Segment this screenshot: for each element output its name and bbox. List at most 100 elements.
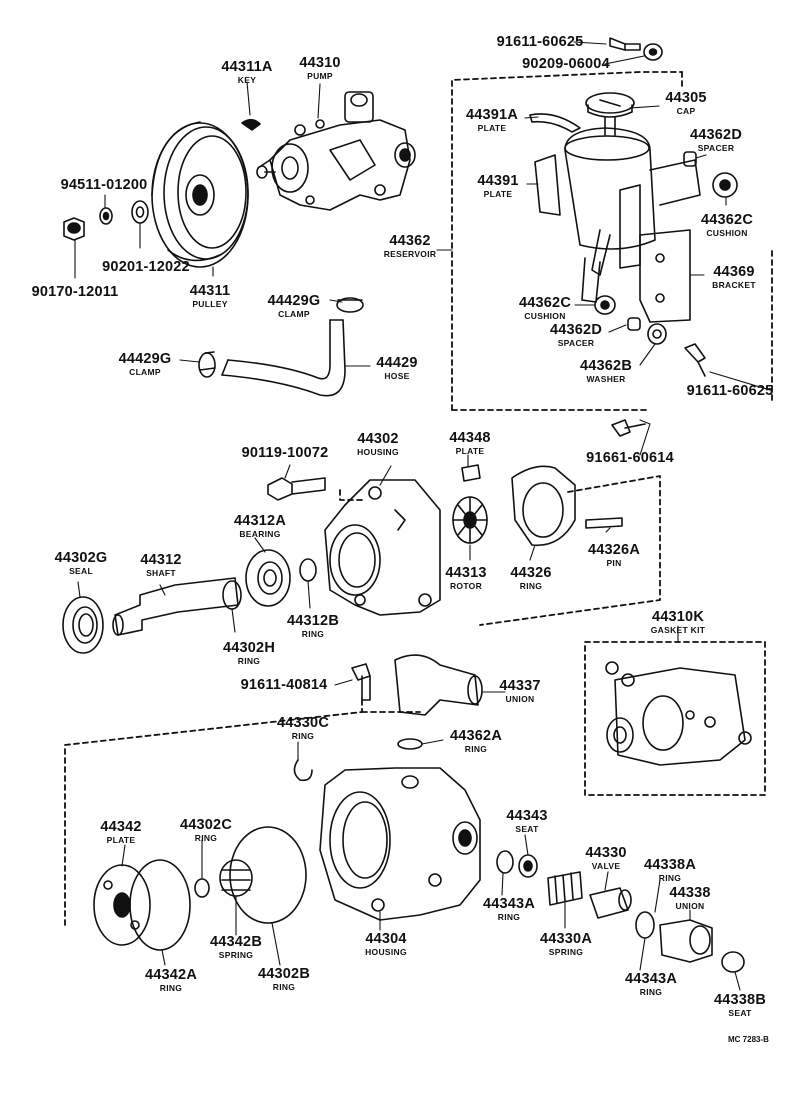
spacer-upper-drawing <box>683 151 697 167</box>
part-name: RING <box>497 911 521 922</box>
cushion-lower-drawing <box>594 295 616 315</box>
part-name: BRACKET <box>712 279 756 290</box>
plate-44342-drawing <box>93 864 151 946</box>
part-number: 44362C <box>519 295 571 311</box>
drawing-reference-code: MC 7283-B <box>728 1035 769 1044</box>
bolt-90119-drawing <box>267 477 326 501</box>
shaft-drawing <box>112 577 239 636</box>
part-number: 44348 <box>449 430 491 446</box>
part-number: 44362 <box>389 233 431 249</box>
part-name: PLATE <box>477 122 507 133</box>
ring-44343A-right-drawing <box>635 911 655 939</box>
part-number: 44342B <box>210 934 262 950</box>
part-name: SEAT <box>515 823 539 834</box>
part-name: RING <box>291 730 315 741</box>
part-number: 90119-10072 <box>241 445 329 461</box>
part-name: RING <box>519 580 543 591</box>
part-name: CUSHION <box>524 310 566 321</box>
part-number: 44310 <box>299 55 341 71</box>
ring-44330C-drawing <box>293 759 313 782</box>
ring-44312B-drawing <box>299 558 317 582</box>
washer-90201-drawing <box>131 200 149 224</box>
part-number: 44312A <box>234 513 286 529</box>
part-number: 44338 <box>669 885 711 901</box>
part-name: CLAMP <box>278 308 310 319</box>
lockwasher-94511-drawing <box>99 207 113 225</box>
part-number: 91611-60625 <box>496 34 584 50</box>
part-name: RESERVOIR <box>383 248 437 259</box>
part-name: WASHER <box>586 373 626 384</box>
part-name: PULLEY <box>192 298 228 309</box>
part-number: 44302H <box>223 640 275 656</box>
bolt-91611-upper-drawing <box>609 37 641 51</box>
label-90119-10072: 90119-10072 <box>242 446 329 461</box>
part-name: VALVE <box>591 860 621 871</box>
plate-44391A-drawing <box>529 113 581 133</box>
part-number: 44330 <box>585 845 627 861</box>
part-number: 44330A <box>540 931 592 947</box>
spring-44342B-drawing <box>219 859 253 897</box>
spacer-lower-drawing <box>627 317 641 331</box>
part-number: 44343A <box>483 896 535 912</box>
part-number: 44330C <box>277 715 329 731</box>
part-name: BEARING <box>239 528 281 539</box>
part-number: 44305 <box>665 90 707 106</box>
part-name: CLAMP <box>129 366 161 377</box>
bearing-drawing <box>245 549 291 607</box>
part-name: HOUSING <box>365 946 407 957</box>
pulley-drawing <box>151 121 249 268</box>
part-number: 44369 <box>713 264 755 280</box>
part-number: 44362A <box>450 728 502 744</box>
part-number: 44342A <box>145 967 197 983</box>
part-name: PUMP <box>307 70 333 81</box>
part-number: 44342 <box>100 819 142 835</box>
part-name: RING <box>159 982 183 993</box>
clamp-upper-drawing <box>336 297 364 313</box>
part-name: SHAFT <box>146 567 176 578</box>
part-number: 44302G <box>54 550 108 566</box>
part-name: GASKET KIT <box>650 624 706 635</box>
part-number: 44362B <box>580 358 632 374</box>
part-number: 44391 <box>477 173 519 189</box>
part-number: 44302 <box>357 431 399 447</box>
part-number: 44326A <box>588 542 640 558</box>
washer-90209-drawing <box>643 43 663 61</box>
part-number: 44343 <box>506 808 548 824</box>
valve-drawing <box>589 887 632 919</box>
seat-44338B-drawing <box>721 951 745 973</box>
part-name: ROTOR <box>449 580 483 591</box>
part-number: 90209-06004 <box>522 56 610 72</box>
part-name: SEAT <box>728 1007 752 1018</box>
part-number: 44429G <box>118 351 172 367</box>
seat-44343-drawing <box>518 854 538 878</box>
part-name: RING <box>237 655 261 666</box>
label-90170-12011: 90170-12011 <box>32 285 119 300</box>
label-91611-60625-top: 91611-60625 <box>497 35 584 50</box>
gasket-kit-drawing <box>605 661 752 766</box>
clamp-lower-drawing <box>198 351 216 378</box>
key-drawing <box>241 118 261 131</box>
part-number: 44338B <box>714 992 766 1008</box>
ring-44343A-left-drawing <box>496 850 514 874</box>
reservoir-drawing <box>564 127 701 303</box>
